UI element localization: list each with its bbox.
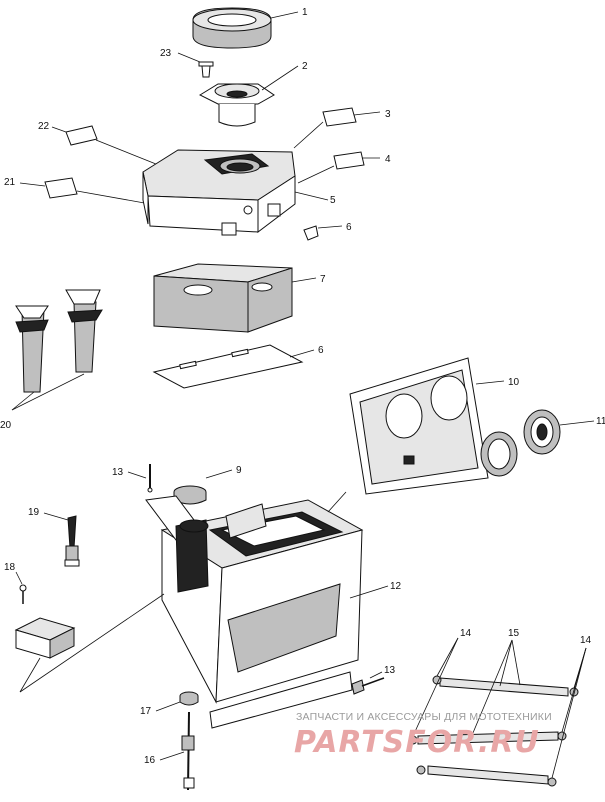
- callout-14b: 14: [580, 635, 592, 646]
- callout-21: 21: [4, 177, 16, 188]
- part-6b-gasket-plate: [152, 344, 304, 389]
- callout-11: 11: [596, 416, 605, 427]
- leader-module-body: [19, 593, 165, 693]
- leader-21-target: [76, 190, 151, 205]
- callout-23: 23: [160, 48, 172, 59]
- callout-1: 1: [302, 7, 308, 18]
- callout-6b: 6: [318, 345, 324, 356]
- leader-20a: [11, 391, 35, 411]
- callout-22: 22: [38, 121, 50, 132]
- leader-21: [19, 182, 46, 187]
- leader-4-target: [297, 165, 335, 184]
- leader-11: [559, 420, 595, 426]
- leader-19: [43, 512, 69, 521]
- callout-15: 15: [508, 628, 520, 639]
- part-5-airbox-cover: [142, 149, 296, 236]
- callout-13a: 13: [112, 467, 124, 478]
- part-17-grommet: [179, 691, 199, 706]
- part-module: [14, 617, 76, 659]
- leader-15c: [511, 639, 521, 686]
- leader-14b3: [551, 647, 587, 779]
- leader-9: [205, 469, 233, 479]
- part-14-clamps: [408, 675, 579, 787]
- watermark-tagline: ЗАПЧАСТИ И АКСЕССУАРЫ ДЛЯ МОТОТЕХНИКИ: [296, 711, 552, 723]
- leader-13a: [127, 471, 147, 479]
- callout-4: 4: [385, 154, 391, 165]
- part-22-decal: [65, 125, 98, 146]
- callout-19: 19: [28, 507, 40, 518]
- leader-17: [155, 701, 181, 712]
- watermark-logo: PARTSFOR.RU: [294, 725, 540, 760]
- part-2-intake-adapter: [198, 83, 275, 127]
- part-6a-clip: [303, 225, 319, 241]
- callout-12: 12: [390, 581, 402, 592]
- leader-1: [270, 11, 299, 19]
- leader-module: [19, 657, 41, 693]
- callout-14a: 14: [460, 628, 472, 639]
- part-23-plug: [198, 61, 214, 78]
- callout-17: 17: [140, 706, 152, 717]
- leader-23: [177, 52, 201, 63]
- part-19-fitting: [64, 515, 80, 567]
- leader-13b: [369, 671, 383, 679]
- leader-22: [51, 126, 67, 133]
- leader-5: [294, 191, 329, 201]
- part-18-screw: [19, 584, 27, 604]
- part-13b-bolt: [351, 677, 385, 695]
- callout-9: 9: [236, 465, 242, 476]
- leader-2: [261, 65, 299, 91]
- part-1-foam-ring: [192, 7, 272, 49]
- part-20-snorkels: [15, 289, 103, 393]
- callout-13b: 13: [384, 665, 396, 676]
- part-11-boots: [480, 409, 561, 477]
- part-21-decal: [44, 177, 78, 199]
- leader-6b: [289, 349, 315, 358]
- leader-14a1: [436, 637, 459, 677]
- leader-12-to-10: [327, 491, 347, 513]
- callout-6a: 6: [346, 222, 352, 233]
- callout-7: 7: [320, 274, 326, 285]
- leader-16: [159, 751, 185, 761]
- part-4-decal: [333, 151, 365, 170]
- leader-15b: [469, 639, 513, 741]
- leader-7: [291, 277, 317, 283]
- callout-3: 3: [385, 109, 391, 120]
- leader-3: [353, 111, 381, 116]
- leader-20b: [11, 373, 85, 411]
- part-7-filter-foam: [153, 263, 293, 333]
- leader-18: [15, 571, 23, 585]
- callout-18: 18: [4, 562, 16, 573]
- leader-15a: [499, 639, 513, 687]
- callout-16: 16: [144, 755, 156, 766]
- leader-10: [475, 380, 505, 385]
- callout-10: 10: [508, 377, 520, 388]
- leader-14a2: [412, 637, 459, 737]
- leader-6a: [317, 225, 343, 229]
- part-3-decal: [322, 107, 357, 127]
- callout-5: 5: [330, 195, 336, 206]
- part-13a-bolt: [147, 464, 153, 493]
- leader-12: [349, 585, 389, 599]
- leader-3-target: [293, 121, 324, 149]
- callout-2: 2: [302, 61, 308, 72]
- part-10-cover-plate: [349, 357, 489, 495]
- callout-20: 20: [0, 420, 12, 431]
- part-16-drain-tube: [181, 711, 195, 791]
- part-12-airbox-body: [145, 495, 364, 729]
